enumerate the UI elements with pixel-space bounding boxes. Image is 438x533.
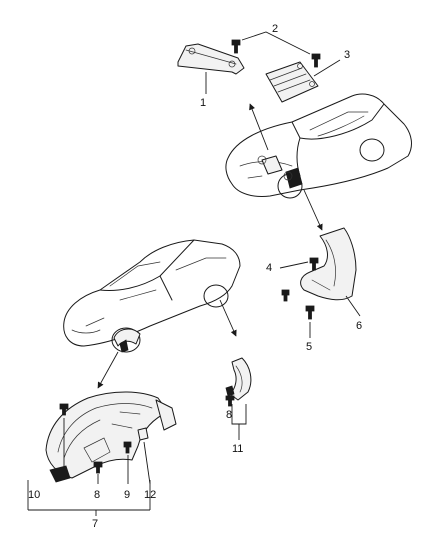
bracket-part-1 — [177, 43, 245, 94]
callout-5: 5 — [306, 341, 312, 353]
screw-part-9 — [123, 441, 132, 484]
callout-4: 4 — [266, 262, 272, 274]
callout-10: 10 — [28, 489, 40, 501]
callout-6: 6 — [356, 320, 362, 332]
car-rear-view — [225, 93, 412, 199]
screw-part-10 — [59, 403, 69, 480]
bolt-part-2 — [231, 31, 321, 68]
arrow-to-mudflap — [303, 189, 323, 231]
callout-3: 3 — [344, 49, 350, 61]
arrow-to-bracket — [249, 103, 269, 151]
fastener-mudguard — [281, 289, 290, 302]
mud-guard-part-6 — [300, 227, 361, 317]
callout-8-rear: 8 — [226, 409, 232, 421]
highlighted-front-wheelhouse — [113, 328, 141, 353]
arrow-to-rear-liner — [219, 299, 237, 337]
rear-liner-part-11 — [225, 357, 252, 440]
callout-8-front: 8 — [94, 489, 100, 501]
screw-part-5 — [305, 305, 315, 338]
cover-plate-part-3 — [265, 59, 341, 103]
clip-part-12 — [137, 427, 151, 485]
car-front-view — [63, 239, 241, 353]
clip-part-8-rear — [225, 395, 235, 407]
callout-1: 1 — [200, 97, 206, 109]
clip-part-8-front — [93, 461, 103, 484]
callout-12: 12 — [144, 489, 156, 501]
front-liner-part-7 — [27, 391, 177, 516]
callout-11: 11 — [232, 443, 243, 455]
callout-9: 9 — [124, 489, 130, 501]
callout-2: 2 — [272, 23, 278, 35]
callout-7: 7 — [92, 518, 98, 530]
highlighted-underbody — [261, 155, 303, 189]
arrow-to-front-liner — [97, 351, 119, 389]
screw-part-4 — [279, 257, 319, 271]
